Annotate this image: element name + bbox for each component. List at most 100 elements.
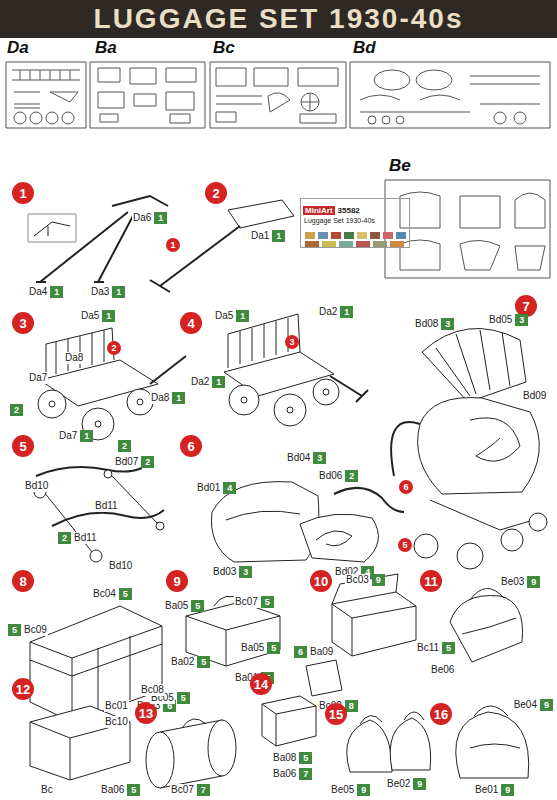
part-callout: Da31 [90, 286, 125, 298]
part-callout: 5Bc09 [8, 624, 48, 636]
sprue-number: 8 [345, 700, 358, 712]
sprue-number: 5 [8, 624, 21, 636]
sprue-number: 3 [239, 566, 252, 578]
sprue-number: 5 [197, 656, 210, 668]
part-name: Be01 [474, 784, 499, 796]
sprue-number: 6 [294, 646, 307, 658]
sprue-number: 1 [272, 230, 285, 242]
sprue-letter: Be [388, 160, 412, 172]
kit-number: 35582 [338, 206, 360, 215]
part-callout: Ba085 [272, 752, 312, 764]
callout-number: 12 [16, 682, 30, 697]
sprue-number: 5 [119, 588, 132, 600]
reference-number: 5 [398, 538, 412, 552]
part-name: Bc04 [92, 588, 117, 600]
callout-number: 1 [170, 240, 175, 250]
callout-number: 6 [187, 439, 194, 454]
sprue-number: 1 [340, 306, 353, 318]
part-name: Bd08 [414, 318, 439, 330]
sprue-number: 2 [345, 470, 358, 482]
part-name: Bc11 [416, 642, 440, 654]
sprue-number: 3 [441, 318, 454, 330]
part-callout: Da51 [214, 310, 249, 322]
part-name: Be04 [513, 699, 538, 711]
sprue-number: 5 [442, 642, 455, 654]
sprue-letter: Bc [212, 42, 236, 54]
part-name: Bd07 [114, 456, 139, 468]
part-name: Da4 [28, 286, 48, 298]
sprue-number: 9 [527, 576, 540, 588]
callout-number: 4 [187, 316, 194, 331]
callout-number: 10 [314, 574, 328, 589]
sprue-number: 5 [261, 596, 274, 608]
callout-number: 7 [522, 299, 529, 314]
sprue-number: 1 [154, 212, 167, 224]
part-callout: Bc077 [170, 784, 210, 796]
step-number: 4 [180, 312, 202, 334]
step-number: 15 [325, 703, 347, 725]
kit-name: Luggage Set 1930-40s [304, 217, 409, 224]
part-callout: Be019 [474, 784, 514, 796]
part-callout: 2Bd11 [58, 532, 98, 544]
quantity-box: 2 [10, 404, 23, 416]
part-name: Ba02 [170, 656, 195, 668]
sprue-number: 3 [313, 452, 326, 464]
part-callout: 6Ba09 [294, 646, 334, 658]
reference-number: 6 [399, 480, 413, 494]
part-name: Bc10 [104, 716, 129, 728]
part-name: Da7 [58, 430, 78, 442]
part-callout: Bd062 [318, 470, 358, 482]
callout-number: 3 [289, 337, 294, 347]
part-name: Da2 [190, 376, 210, 388]
part-name: Bd11 [73, 532, 98, 544]
step-number: 2 [205, 182, 227, 204]
part-name: Bd10 [24, 480, 49, 492]
callout-number: 2 [111, 343, 116, 353]
step-number: 8 [12, 570, 34, 592]
part-name: Bd09 [522, 390, 547, 402]
part-callout: Da21 [318, 306, 353, 318]
part-name: Ba09 [309, 646, 334, 658]
callout-number: 5 [19, 439, 26, 454]
part-name: Bd11 [94, 500, 119, 512]
sprue-number: 1 [236, 310, 249, 322]
callout-number: 16 [434, 707, 448, 722]
callout-number: 11 [424, 574, 438, 589]
part-name: Be06 [430, 664, 455, 676]
step-number: 13 [135, 702, 157, 724]
step-drawings [28, 196, 547, 788]
step-number: 9 [166, 570, 188, 592]
sprue-number: 9 [357, 784, 370, 796]
part-name: Ba08 [272, 752, 297, 764]
part-callout: Bd043 [286, 452, 326, 464]
part-callout: Bd033 [212, 566, 252, 578]
brand-name: MiniArt [303, 206, 335, 215]
callout-number: 1 [19, 186, 26, 201]
sprue-number: 7 [299, 768, 312, 780]
part-name: Bd06 [318, 470, 343, 482]
sprue-number: 1 [80, 430, 93, 442]
part-callout: Da81 [150, 392, 185, 404]
part-name: Bd05 [488, 314, 513, 326]
reference-number: 2 [107, 341, 121, 355]
sprue-number: 1 [112, 286, 125, 298]
part-name: Da1 [250, 230, 270, 242]
part-name: Bc07 [170, 784, 195, 796]
part-name: Be03 [500, 576, 525, 588]
part-callout: Ba055 [164, 600, 204, 612]
part-name: Bd10 [108, 560, 133, 572]
part-name: Be02 [386, 778, 411, 790]
step-number: 11 [420, 570, 442, 592]
callout-number: 5 [402, 540, 407, 550]
step-number: 5 [12, 435, 34, 457]
sprue-number: 5 [177, 692, 190, 704]
step-number: 14 [250, 673, 272, 695]
callout-number: 8 [19, 574, 26, 589]
part-name: Ba06 [100, 784, 125, 796]
part-callout: Da61 [132, 212, 167, 224]
part-name: Bd01 [196, 482, 221, 494]
part-name: Da8 [150, 392, 170, 404]
sprue-letter: Bd [352, 42, 377, 54]
part-callout: Ba025 [170, 656, 210, 668]
